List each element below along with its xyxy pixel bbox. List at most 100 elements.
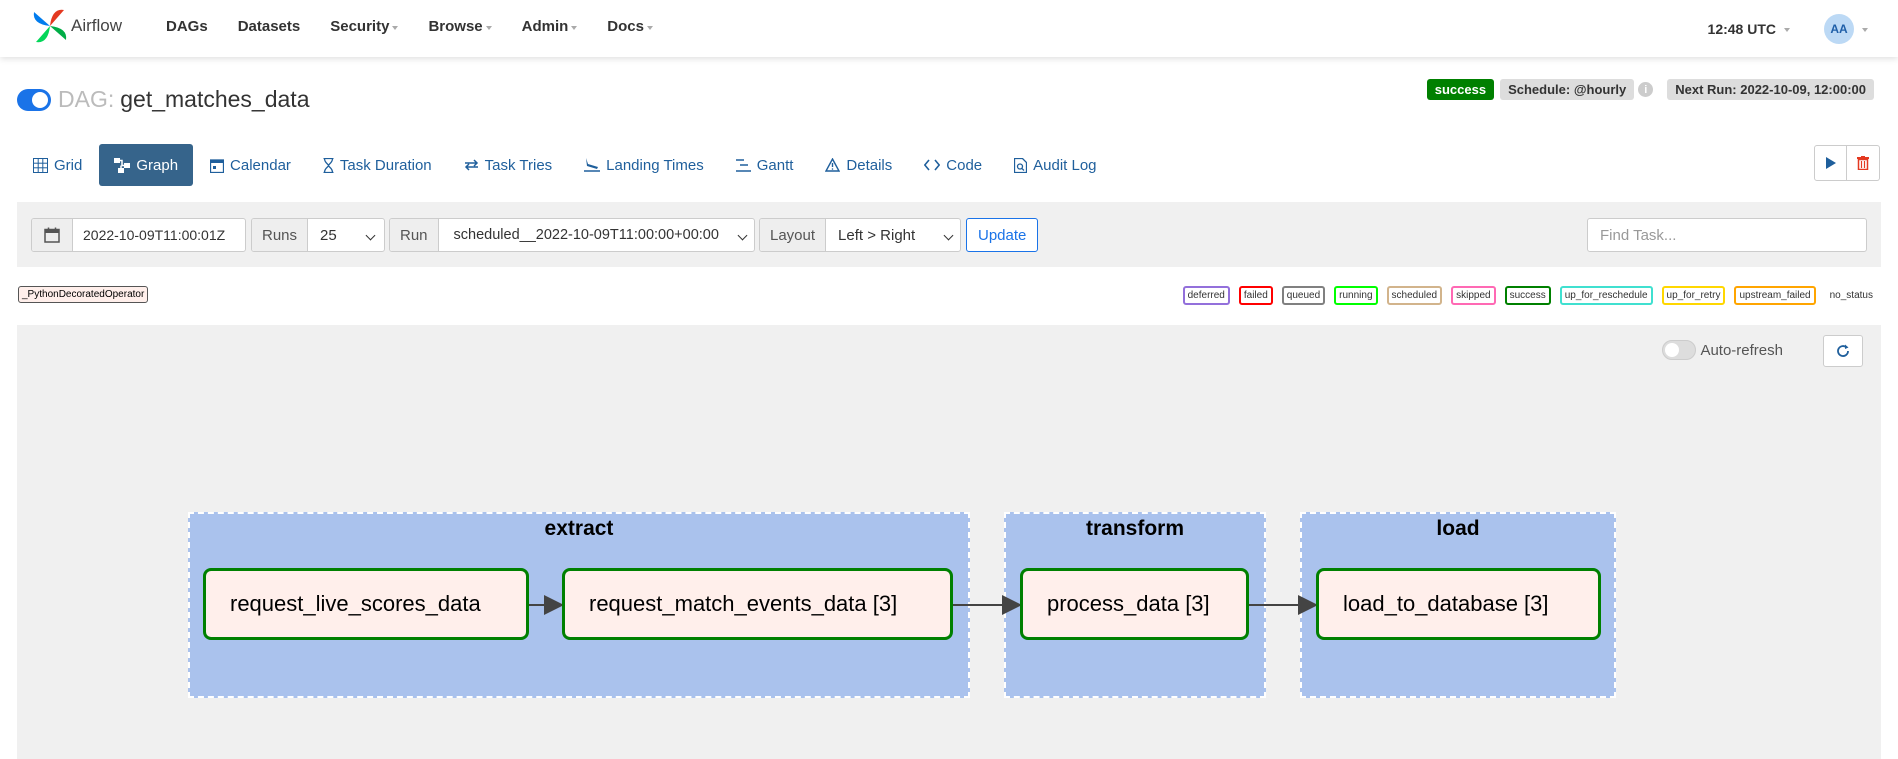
nav-item-security[interactable]: Security: [330, 18, 399, 35]
chevron-down-icon: [485, 25, 492, 30]
avatar: AA: [1824, 14, 1854, 44]
tab-label: Grid: [54, 156, 83, 174]
status-legend-failed[interactable]: failed: [1238, 286, 1273, 305]
warning-icon: [825, 158, 841, 172]
delete-dag-button[interactable]: [1847, 145, 1880, 181]
chevron-down-icon: [646, 25, 653, 30]
airflow-pinwheel-icon: [33, 9, 67, 43]
nav-item-docs[interactable]: Docs: [607, 18, 653, 35]
status-legend: deferred failed queued running scheduled skip…: [1174, 286, 1878, 305]
status-badge: success: [1426, 79, 1495, 100]
next-run-badge: Next Run: 2022-10-09, 12:00:00: [1667, 79, 1874, 100]
runs-select-group: Runs 25: [251, 218, 385, 252]
layout-select[interactable]: Left > Right: [826, 219, 960, 251]
nav-item-admin[interactable]: Admin: [522, 18, 578, 35]
operator-legend: _PythonDecoratedOperator: [18, 286, 149, 303]
tab-graph[interactable]: Graph: [99, 144, 194, 186]
task-node-load-to-database[interactable]: load_to_database [3]: [1316, 568, 1601, 640]
hourglass-icon: [323, 157, 334, 173]
airflow-logo[interactable]: Airflow: [30, 6, 122, 46]
tab-gantt[interactable]: Gantt: [721, 144, 809, 186]
cluster-label: load: [1436, 517, 1480, 540]
dag-graph-canvas[interactable]: Auto-refresh extract transform load requ…: [17, 325, 1881, 759]
landing-icon: [584, 158, 601, 172]
status-legend-up-for-retry[interactable]: up_for_retry: [1661, 286, 1726, 305]
cluster-label: transform: [1085, 517, 1185, 540]
tab-audit-log[interactable]: Audit Log: [999, 144, 1111, 186]
nav-item-label: Security: [330, 18, 390, 35]
tab-label: Code: [946, 156, 983, 174]
page-title: get_matches_data: [120, 86, 310, 112]
status-legend-success[interactable]: success: [1504, 286, 1551, 305]
dag-badges: success Schedule: @hourly i Next Run: 20…: [1426, 79, 1874, 100]
tab-label: Details: [846, 156, 893, 174]
info-icon[interactable]: i: [1638, 82, 1654, 97]
graph-toolbar: 2022-10-09T11:00:01Z Runs 25 Run schedul…: [17, 202, 1881, 267]
status-legend-queued[interactable]: queued: [1281, 286, 1326, 305]
user-menu[interactable]: AA: [1824, 14, 1868, 44]
auto-refresh-toggle[interactable]: [1662, 340, 1697, 360]
code-icon: [924, 159, 941, 171]
nav-right: 12:48 UTC AA: [1708, 14, 1868, 44]
tab-task-duration[interactable]: Task Duration: [308, 144, 447, 186]
graph-icon: [114, 157, 131, 173]
status-legend-skipped[interactable]: skipped: [1451, 286, 1496, 305]
audit-log-icon: [1014, 157, 1028, 173]
tab-label: Task Tries: [484, 156, 553, 174]
task-node-request-live-scores-data[interactable]: request_live_scores_data: [203, 568, 529, 640]
chevron-down-icon: [1862, 28, 1868, 32]
current-time: 12:48 UTC: [1707, 21, 1776, 37]
dag-header: DAG: get_matches_data: [17, 86, 309, 113]
nav-menu: DAGs Datasets Security Browse Admin Docs: [166, 18, 683, 35]
task-node-process-data[interactable]: process_data [3]: [1020, 568, 1249, 640]
run-label: Run: [390, 219, 439, 251]
layout-label: Layout: [760, 219, 827, 251]
tab-task-tries[interactable]: Task Tries: [449, 144, 568, 186]
refresh-icon: [1837, 344, 1849, 357]
run-select-group: Run scheduled__2022-10-09T11:00:00+00:00: [389, 218, 755, 252]
run-select[interactable]: scheduled__2022-10-09T11:00:00+00:00: [439, 219, 754, 251]
nav-item-dags[interactable]: DAGs: [166, 18, 208, 35]
status-legend-no-status[interactable]: no_status: [1824, 286, 1878, 305]
find-task-input[interactable]: [1587, 218, 1867, 252]
runs-select[interactable]: 25: [308, 219, 382, 251]
status-legend-deferred[interactable]: deferred: [1182, 286, 1230, 305]
nav-item-label: DAGs: [166, 18, 208, 35]
task-node-request-match-events-data[interactable]: request_match_events_data [3]: [562, 568, 953, 640]
base-date-input[interactable]: 2022-10-09T11:00:01Z: [83, 227, 226, 243]
tab-calendar[interactable]: Calendar: [195, 144, 306, 186]
nav-item-browse[interactable]: Browse: [428, 18, 492, 35]
runs-label: Runs: [252, 219, 309, 251]
nav-item-label: Browse: [428, 18, 483, 35]
tab-details[interactable]: Details: [810, 144, 907, 186]
calendar-picker-button[interactable]: [32, 219, 73, 251]
tab-code[interactable]: Code: [909, 144, 997, 186]
nav-item-label: Admin: [521, 18, 569, 35]
refresh-button[interactable]: [1823, 335, 1863, 367]
dag-pause-toggle[interactable]: [17, 88, 51, 111]
dag-prefix: DAG:: [58, 86, 115, 112]
chevron-down-icon: [1784, 28, 1790, 32]
tab-grid[interactable]: Grid: [18, 144, 97, 186]
schedule-badge: Schedule: @hourly: [1500, 79, 1635, 100]
timezone-dropdown[interactable]: 12:48 UTC: [1708, 21, 1790, 37]
tab-landing-times[interactable]: Landing Times: [569, 144, 719, 186]
update-button[interactable]: Update: [966, 218, 1039, 252]
layout-select-group: Layout Left > Right: [759, 218, 961, 252]
trigger-dag-button[interactable]: [1814, 145, 1847, 181]
chevron-down-icon: [392, 25, 399, 30]
graph-edges: [529, 595, 1318, 615]
play-icon: [1825, 157, 1836, 169]
status-legend-running[interactable]: running: [1334, 286, 1378, 305]
tab-label: Audit Log: [1033, 156, 1097, 174]
tab-label: Landing Times: [606, 156, 704, 174]
auto-refresh-control[interactable]: Auto-refresh: [1662, 340, 1783, 360]
base-date-picker[interactable]: 2022-10-09T11:00:01Z: [31, 218, 246, 252]
nav-item-datasets[interactable]: Datasets: [238, 18, 301, 35]
status-legend-up-for-reschedule[interactable]: up_for_reschedule: [1559, 286, 1653, 305]
status-legend-scheduled[interactable]: scheduled: [1386, 286, 1443, 305]
tab-label: Gantt: [756, 156, 794, 174]
status-legend-upstream-failed[interactable]: upstream_failed: [1734, 286, 1816, 305]
